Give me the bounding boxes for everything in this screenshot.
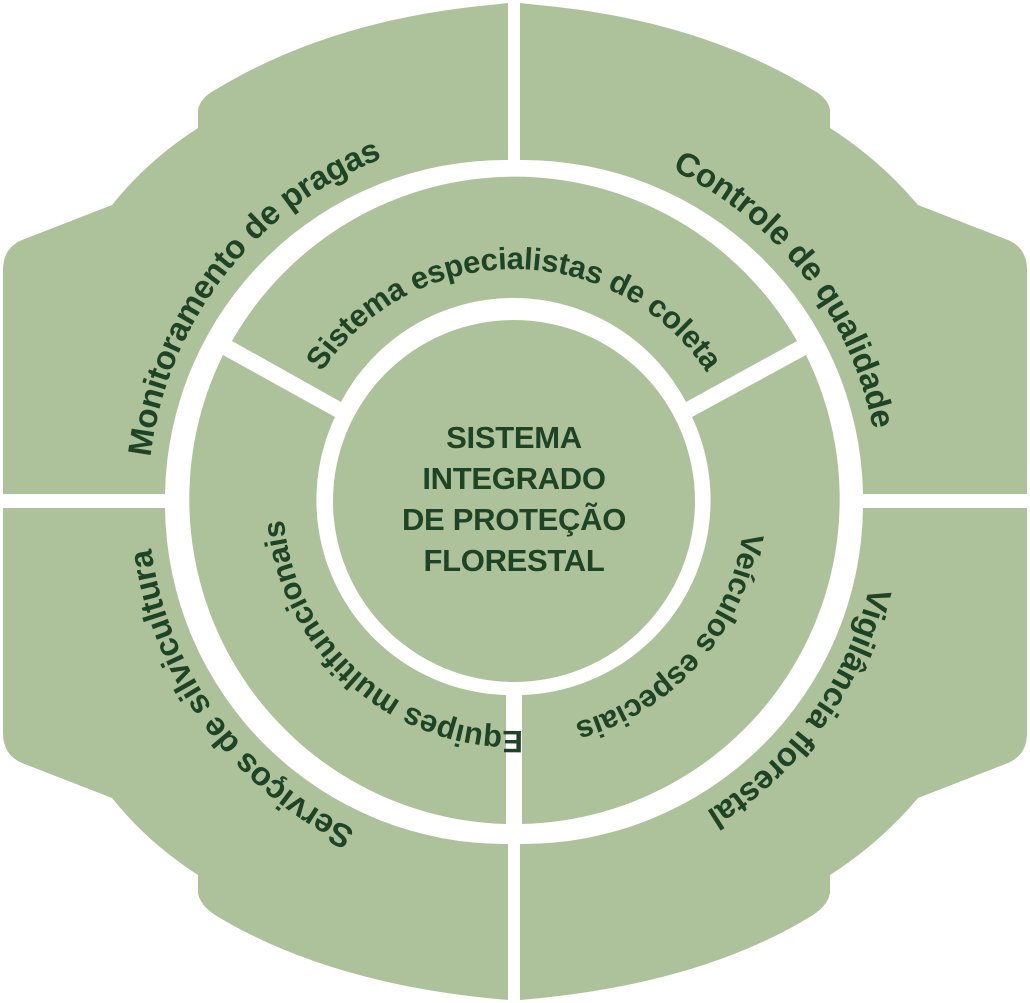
outer-ring: [3, 3, 1027, 1000]
center-title-line-4: FLORESTAL: [424, 543, 605, 578]
inner-segment-veiculos: [522, 355, 840, 824]
center-circle: [333, 320, 695, 682]
inner-segment-coleta: [232, 176, 797, 402]
outer-segment-monitoramento: [3, 3, 508, 494]
center-title-line-3: DE PROTEÇÃO: [402, 502, 626, 537]
center-title-line-1: SISTEMA: [446, 420, 582, 455]
center-title: SISTEMA INTEGRADO DE PROTEÇÃO FLORESTAL: [402, 420, 626, 578]
inner-segment-equipes: [189, 355, 506, 824]
outer-segment-servicos: [3, 508, 508, 1000]
inner-ring: [189, 176, 840, 824]
outer-segment-controle: [520, 3, 1027, 494]
outer-segment-vigilancia: [520, 508, 1027, 1000]
center-title-line-2: INTEGRADO: [422, 461, 605, 496]
